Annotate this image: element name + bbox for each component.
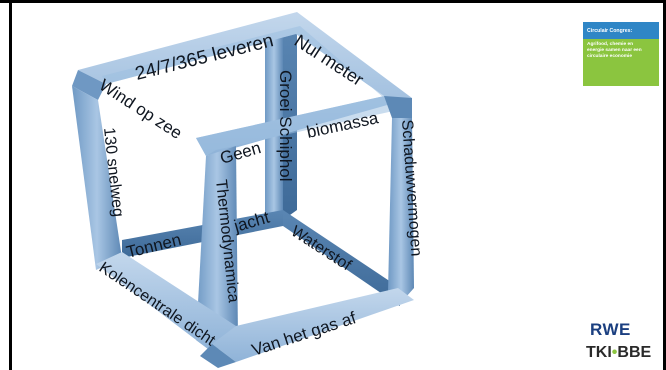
badge-text: Agrifood, chemie en energie samen naar e…: [583, 39, 649, 60]
cube-top-frame: [72, 12, 412, 156]
bbe-logo-text: BBE: [617, 344, 651, 361]
tki-logo-text: TKI: [586, 344, 612, 361]
tki-bbe-logo: TKI•BBE: [586, 344, 651, 362]
rwe-logo: RWE: [590, 320, 631, 340]
badge-title: Circulair Congres:: [583, 22, 659, 39]
label-groei-schiphol: Groei Schiphol: [276, 70, 295, 182]
label-waterstof: Waterstof: [288, 223, 355, 275]
congress-badge: Circulair Congres: Agrifood, chemie en e…: [583, 22, 659, 86]
